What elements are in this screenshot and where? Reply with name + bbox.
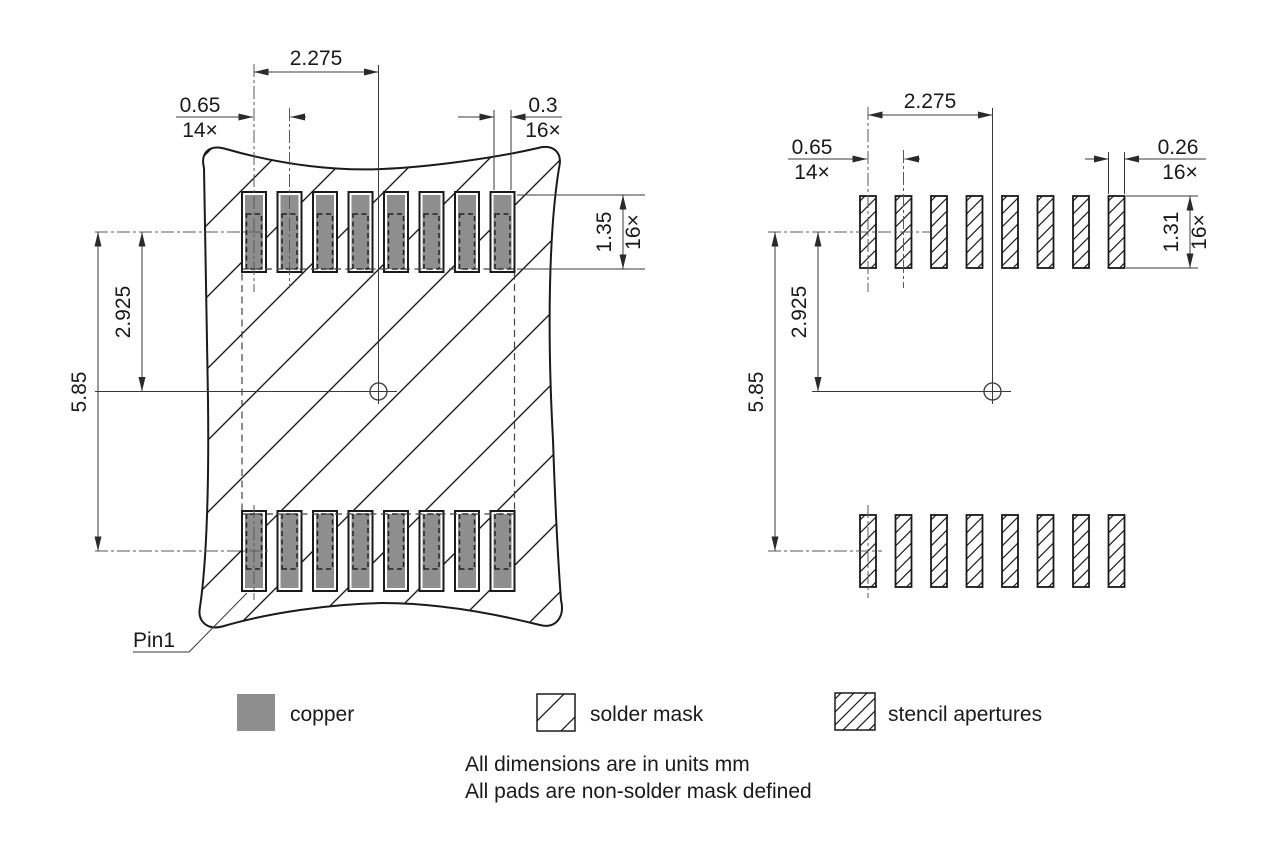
stencil-aperture-view: 2.275 0.65 14× 0.26 16× 1.31 16× [745, 90, 1211, 598]
legend-copper-label: copper [290, 703, 354, 726]
origin-crosshair [95, 65, 397, 404]
dim-pad-height-value: 1.35 [593, 212, 616, 253]
stencil-aperture [930, 195, 948, 269]
dim-pad-height-count: 16× [622, 214, 645, 250]
dim-pitch-value: 0.65 [180, 94, 221, 117]
legend-solder-mask-label: solder mask [590, 703, 704, 726]
copper-pad [276, 510, 303, 592]
stencil-aperture [930, 514, 948, 588]
stencil-aperture [894, 514, 913, 588]
stencil-aperture [1036, 514, 1055, 588]
dim-row-span: 5.85 [68, 232, 102, 551]
copper-pad [454, 510, 480, 592]
copper-pad [347, 191, 374, 273]
stencil-dim-row-center-value: 2.925 [788, 286, 811, 339]
pin1-callout: Pin1 [133, 592, 248, 653]
stencil-dim-pitch: 0.65 14× [788, 136, 920, 184]
copper-pad [312, 191, 338, 273]
dim-pad-width-value: 0.3 [528, 94, 557, 117]
legend-item-stencil-apertures: stencil apertures [834, 692, 1042, 731]
stencil-dim-row-span: 5.85 [745, 232, 779, 551]
dim-row-span-value: 5.85 [68, 372, 91, 413]
dim-span-half-value: 2.275 [290, 47, 343, 70]
pcb-land-pattern-view: 2.275 0.65 14× 0.3 16× 1.35 16× [68, 47, 645, 653]
stencil-dim-pitch-count: 14× [794, 161, 830, 184]
copper-pad [454, 191, 480, 273]
dim-pitch-count: 14× [182, 119, 218, 142]
dim-pad-width-count: 16× [525, 119, 561, 142]
legend-stencil-apertures-label: stencil apertures [888, 703, 1042, 726]
copper-swatch [237, 694, 275, 731]
dim-row-center-value: 2.925 [112, 286, 135, 339]
stencil-dim-span-half: 2.275 [868, 90, 993, 119]
copper-pad [418, 510, 445, 592]
dim-pad-height: 1.35 16× [517, 194, 645, 270]
pin1-leader-line [133, 592, 248, 653]
stencil-aperture [965, 195, 984, 269]
stencil-aperture [1072, 195, 1090, 269]
stencil-aperture [965, 514, 984, 588]
stencil-dim-aperture-height-value: 1.31 [1160, 212, 1183, 253]
stencil-dim-aperture-height-count: 16× [1188, 214, 1211, 250]
stencil-aperture [1107, 514, 1126, 588]
stencil-dim-span-half-value: 2.275 [904, 90, 957, 113]
notes: All dimensions are in units mm All pads … [465, 753, 812, 803]
stencil-origin-crosshair [812, 108, 1011, 404]
stencil-dim-row-center: 2.925 [788, 232, 822, 392]
stencil-dim-pitch-value: 0.65 [792, 136, 833, 159]
stencil-dim-aperture-width-count: 16× [1162, 161, 1198, 184]
copper-pad [489, 191, 516, 273]
dim-span-half: 2.275 [254, 47, 379, 76]
dim-row-center: 2.925 [112, 232, 146, 392]
stencil-dim-aperture-height: 1.31 16× [1126, 195, 1211, 269]
legend-item-copper: copper [237, 694, 354, 731]
stencil-aperture [1036, 195, 1055, 269]
stencil-aperture [1001, 195, 1019, 269]
stencil-aperture [1072, 514, 1090, 588]
stencil-apertures-swatch [834, 692, 876, 731]
dim-pitch: 0.65 14× [176, 94, 306, 142]
stencil-dim-row-span-value: 5.85 [745, 372, 768, 413]
aperture-row-bottom [859, 514, 1126, 588]
solder-mask-swatch [536, 693, 576, 732]
legend: copper solder mask stencil apertures [237, 692, 1042, 732]
copper-pad [312, 510, 338, 592]
note-pad-definition: All pads are non-solder mask defined [465, 780, 812, 803]
copper-pad [347, 510, 374, 592]
stencil-aperture [1001, 514, 1019, 588]
pin1-label: Pin1 [133, 629, 175, 652]
stencil-aperture [1107, 195, 1126, 269]
legend-item-solder-mask: solder mask [536, 693, 704, 732]
stencil-dim-aperture-width: 0.26 16× [1085, 136, 1206, 194]
copper-pad [489, 510, 516, 592]
copper-pad [383, 191, 409, 273]
stencil-dim-aperture-width-value: 0.26 [1158, 136, 1199, 159]
dim-pad-width: 0.3 16× [458, 94, 562, 190]
copper-pad [418, 191, 445, 273]
copper-pad [383, 510, 409, 592]
note-units: All dimensions are in units mm [465, 753, 750, 776]
